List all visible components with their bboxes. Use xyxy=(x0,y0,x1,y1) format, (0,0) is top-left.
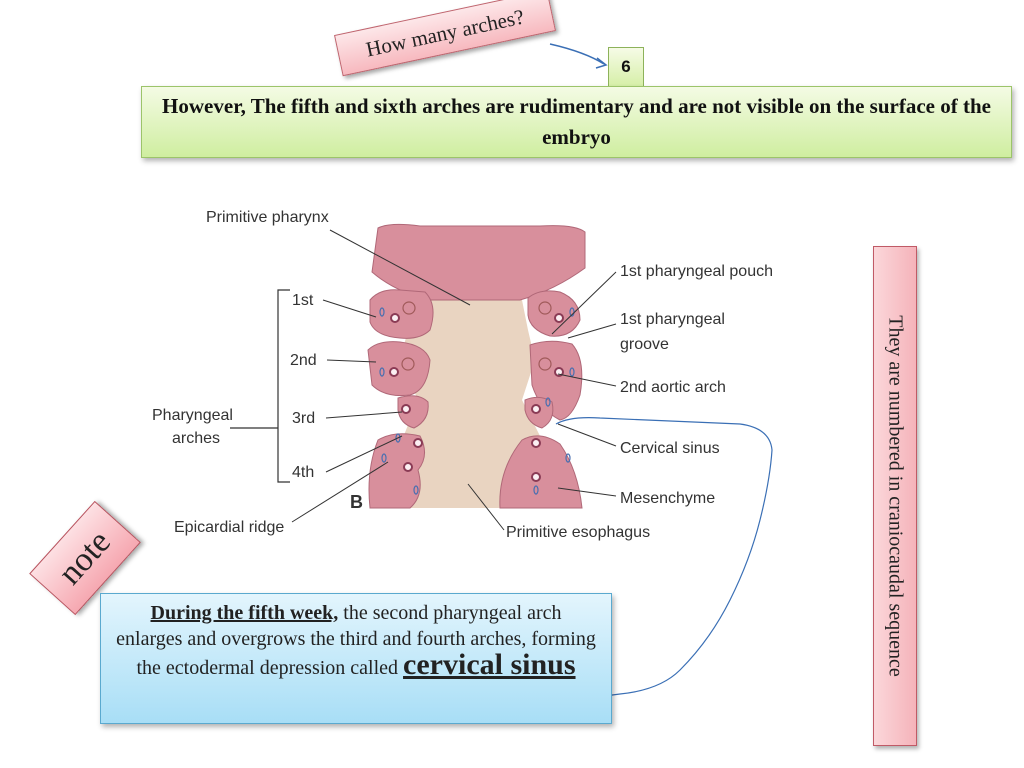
question-arrowhead xyxy=(595,57,608,69)
label-mesenchyme: Mesenchyme xyxy=(620,490,715,507)
left-cartilage-1-icon xyxy=(379,307,385,317)
left-arch-2 xyxy=(367,341,431,396)
explanation-body: the second pharyngeal arch enlarges and … xyxy=(116,602,596,679)
leader-third xyxy=(325,411,403,419)
left-cartilage-5-icon xyxy=(413,485,419,495)
explanation-box: During the fifth week, the second pharyn… xyxy=(100,593,612,724)
left-cartilage-2-icon xyxy=(379,367,385,377)
label-first-groove-2: groove xyxy=(620,336,669,353)
left-arch-3 xyxy=(397,395,429,429)
leader-second xyxy=(326,359,377,363)
label-cervical-sinus: Cervical sinus xyxy=(620,440,720,457)
leader-aortic-arch xyxy=(557,373,617,387)
left-aortic-arch-1-icon xyxy=(390,313,400,323)
left-nerve-2-icon xyxy=(401,357,415,371)
left-aortic-arch-5-icon xyxy=(403,462,413,472)
right-aortic-arch-4-icon xyxy=(531,438,541,448)
right-nerve-1-icon xyxy=(538,301,552,315)
question-arrow xyxy=(549,43,605,65)
right-aortic-arch-1-icon xyxy=(554,313,564,323)
answer-box: 6 xyxy=(608,47,644,87)
label-fourth: 4th xyxy=(292,464,314,481)
label-pharyngeal-arches-2: arches xyxy=(172,430,220,447)
statement-text: However, The fifth and sixth arches are … xyxy=(162,94,991,149)
left-aortic-arch-4-icon xyxy=(413,438,423,448)
left-aortic-arch-2-icon xyxy=(389,367,399,377)
pharynx-roof xyxy=(371,223,586,301)
right-aortic-arch-5-icon xyxy=(531,472,541,482)
label-aortic-arch: 2nd aortic arch xyxy=(620,379,726,396)
right-cartilage-4-icon xyxy=(565,453,571,463)
left-aortic-arch-3-icon xyxy=(401,404,411,414)
right-arch-1 xyxy=(527,290,581,337)
label-primitive-pharynx: Primitive pharynx xyxy=(206,209,329,226)
side-note-text: They are numbered in craniocaudal sequen… xyxy=(884,315,907,677)
leader-mesenchyme xyxy=(557,487,617,497)
label-primitive-esophagus: Primitive esophagus xyxy=(506,524,650,541)
right-cartilage-5-icon xyxy=(533,485,539,495)
explanation-term: cervical sinus xyxy=(403,648,576,681)
arches-bracket xyxy=(277,289,290,483)
label-figure-letter: B xyxy=(350,492,363,512)
leader-esophagus xyxy=(467,483,505,531)
leader-primitive-pharynx xyxy=(329,229,471,306)
leader-first xyxy=(322,299,377,318)
right-nerve-2-icon xyxy=(538,357,552,371)
pharynx-lumen xyxy=(400,290,542,508)
leader-first-pouch xyxy=(551,271,617,335)
label-third: 3rd xyxy=(292,410,315,427)
statement-box: However, The fifth and sixth arches are … xyxy=(141,86,1012,158)
right-aortic-arch-2-icon xyxy=(554,367,564,377)
left-arch-4 xyxy=(368,433,425,509)
left-nerve-1-icon xyxy=(402,301,416,315)
label-first-groove-1: 1st pharyngeal xyxy=(620,311,725,328)
answer-text: 6 xyxy=(621,57,631,76)
leader-fourth xyxy=(325,435,403,473)
right-arch-4 xyxy=(499,435,583,509)
label-first: 1st xyxy=(292,292,314,309)
cervical-sinus-connector xyxy=(554,417,773,703)
right-cartilage-2-icon xyxy=(569,367,575,377)
leader-epicardial xyxy=(291,461,389,523)
left-arch-1 xyxy=(369,289,434,339)
left-cartilage-3-icon xyxy=(395,433,401,443)
explanation-lead: During the fifth week, xyxy=(150,602,339,624)
side-note-box: They are numbered in craniocaudal sequen… xyxy=(873,246,917,746)
label-first-pouch: 1st pharyngeal pouch xyxy=(620,263,773,280)
label-epicardial-ridge: Epicardial ridge xyxy=(174,519,284,536)
label-pharyngeal-arches-1: Pharyngeal xyxy=(152,407,233,424)
leader-first-groove xyxy=(567,323,617,339)
left-cartilage-4-icon xyxy=(381,453,387,463)
right-aortic-arch-3-icon xyxy=(531,404,541,414)
right-cartilage-3-icon xyxy=(545,397,551,407)
label-second: 2nd xyxy=(290,352,317,369)
leader-cervical-sinus xyxy=(557,423,617,447)
